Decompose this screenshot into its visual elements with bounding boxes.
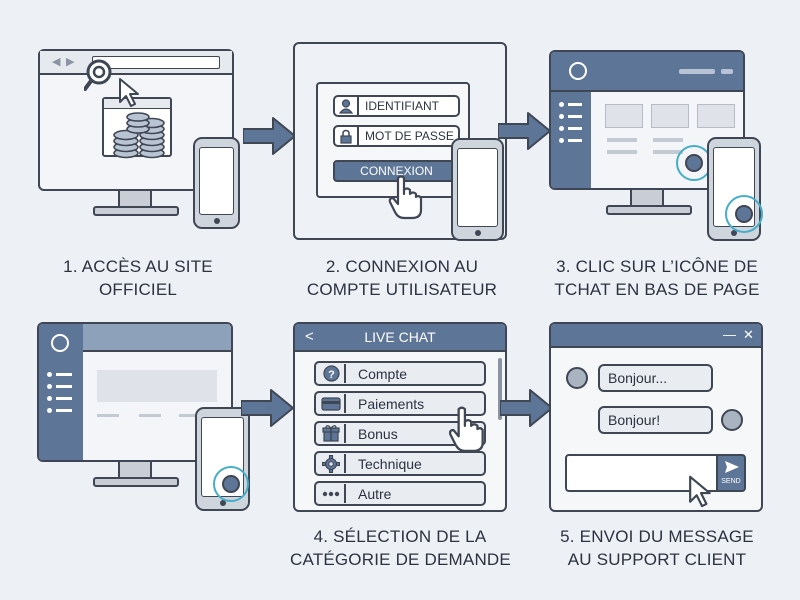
hand-pointer-icon-4 (448, 406, 484, 453)
gift-icon (322, 425, 340, 442)
chat-window-titlebar: — ✕ (551, 324, 761, 348)
username-field[interactable]: IDENTIFIANT (333, 95, 460, 117)
user-avatar (566, 367, 588, 389)
live-chat-title: LIVE CHAT (364, 329, 436, 345)
content-card-2 (651, 104, 689, 128)
dots-icon (322, 491, 340, 496)
back-chevron-icon[interactable]: < (305, 328, 314, 345)
chat-highlight-ring-4 (213, 466, 249, 502)
svg-text:?: ? (328, 369, 335, 381)
arrow-1-to-2 (243, 117, 296, 155)
arrow-4-to-5 (500, 389, 553, 427)
cursor-arrow-icon-5 (689, 475, 711, 508)
chat-icon-desktop[interactable] (685, 154, 703, 172)
step-3-caption-line2: TCHAT EN BAS DE PAGE (554, 280, 760, 299)
lock-icon (340, 129, 352, 144)
step-5-caption: 5. ENVOI DU MESSAGE AU SUPPORT CLIENT (548, 525, 766, 571)
site-topbar-4 (83, 324, 231, 352)
close-icon[interactable]: ✕ (743, 327, 754, 342)
category-autre-label: Autre (358, 486, 392, 502)
content-card-3 (697, 104, 735, 128)
gear-icon (322, 454, 340, 473)
profile-icon (569, 62, 587, 80)
chat-highlight-ring-mobile (725, 195, 763, 233)
card-icon (321, 396, 341, 411)
password-field[interactable]: MOT DE PASSE (333, 125, 460, 147)
login-button-label: CONNEXION (360, 164, 433, 178)
step-4-caption-line1: 4. SÉLECTION DE LA (313, 527, 487, 546)
minimize-icon[interactable]: — (723, 327, 736, 342)
category-paiements-label: Paiements (358, 396, 425, 412)
question-icon: ? (322, 365, 340, 382)
send-icon (725, 461, 739, 473)
step-1-caption: 1. ACCÈS AU SITE OFFICIEL (38, 255, 238, 301)
user-icon (339, 99, 353, 114)
category-technique[interactable]: Technique (314, 451, 486, 476)
category-autre[interactable]: Autre (314, 481, 486, 506)
phone-1 (193, 137, 240, 229)
monitor-4-base (93, 477, 179, 487)
magnifier-icon (84, 59, 112, 91)
category-compte[interactable]: ? Compte (314, 361, 486, 386)
phone-2 (451, 138, 504, 241)
send-label: SEND (721, 478, 741, 485)
step-1-caption-line2: OFFICIEL (98, 280, 178, 299)
chat-icon-mobile[interactable] (735, 205, 753, 223)
category-paiements[interactable]: Paiements (314, 391, 486, 416)
arrow-2-to-3 (498, 112, 551, 150)
site-sidebar (551, 92, 591, 188)
forward-arrow-icon[interactable]: ▶ (66, 56, 75, 68)
step-3-caption: 3. CLIC SUR L’ICÔNE DE TCHAT EN BAS DE P… (548, 255, 766, 301)
site-header-bar (551, 52, 743, 92)
monitor-3-base (606, 205, 692, 215)
step-4-caption-line2: CATÉGORIE DE DEMANDE (290, 550, 511, 569)
message-support: Bonjour! (598, 406, 713, 434)
coins-stack-icon (113, 112, 165, 159)
monitor-1: ◀ ▶ (38, 49, 234, 191)
chat-icon-4[interactable] (222, 475, 240, 493)
category-technique-label: Technique (358, 456, 422, 472)
login-button[interactable]: CONNEXION (333, 160, 460, 182)
phone-2-screen (457, 148, 498, 227)
hand-pointer-icon (388, 175, 423, 220)
live-chat-window: < LIVE CHAT (293, 322, 507, 512)
step-2-caption: 2. CONNEXION AU COMPTE UTILISATEUR (297, 255, 507, 301)
username-label: IDENTIFIANT (365, 99, 439, 113)
live-chat-scrollbar[interactable] (498, 358, 502, 420)
step-2-caption-line1: 2. CONNEXION AU (325, 257, 479, 276)
content-banner (97, 370, 217, 402)
content-card-1 (605, 104, 643, 128)
site-sidebar-4 (39, 324, 83, 460)
cursor-arrow-icon (119, 78, 139, 107)
message-user: Bonjour... (598, 364, 713, 392)
password-label: MOT DE PASSE (365, 129, 454, 143)
step-3-caption-line1: 3. CLIC SUR L’ICÔNE DE (556, 257, 758, 276)
monitor-1-base (93, 206, 179, 216)
arrow-3-to-4 (241, 389, 294, 427)
step-5-caption-line2: AU SUPPORT CLIENT (567, 550, 747, 569)
step-1-caption-line1: 1. ACCÈS AU SITE (63, 257, 213, 276)
browser-toolbar: ◀ ▶ (40, 51, 232, 75)
support-avatar (721, 409, 743, 431)
phone-1-screen (199, 147, 234, 215)
back-arrow-icon[interactable]: ◀ (52, 56, 61, 68)
step-2-caption-line2: COMPTE UTILISATEUR (306, 280, 498, 299)
live-chat-header: < LIVE CHAT (295, 324, 505, 352)
step-5-caption-line1: 5. ENVOI DU MESSAGE (560, 527, 754, 546)
category-compte-label: Compte (358, 366, 408, 382)
send-button[interactable]: SEND (716, 454, 746, 492)
category-bonus-label: Bonus (358, 426, 398, 442)
step-4-caption: 4. SÉLECTION DE LA CATÉGORIE DE DEMANDE (290, 525, 511, 571)
